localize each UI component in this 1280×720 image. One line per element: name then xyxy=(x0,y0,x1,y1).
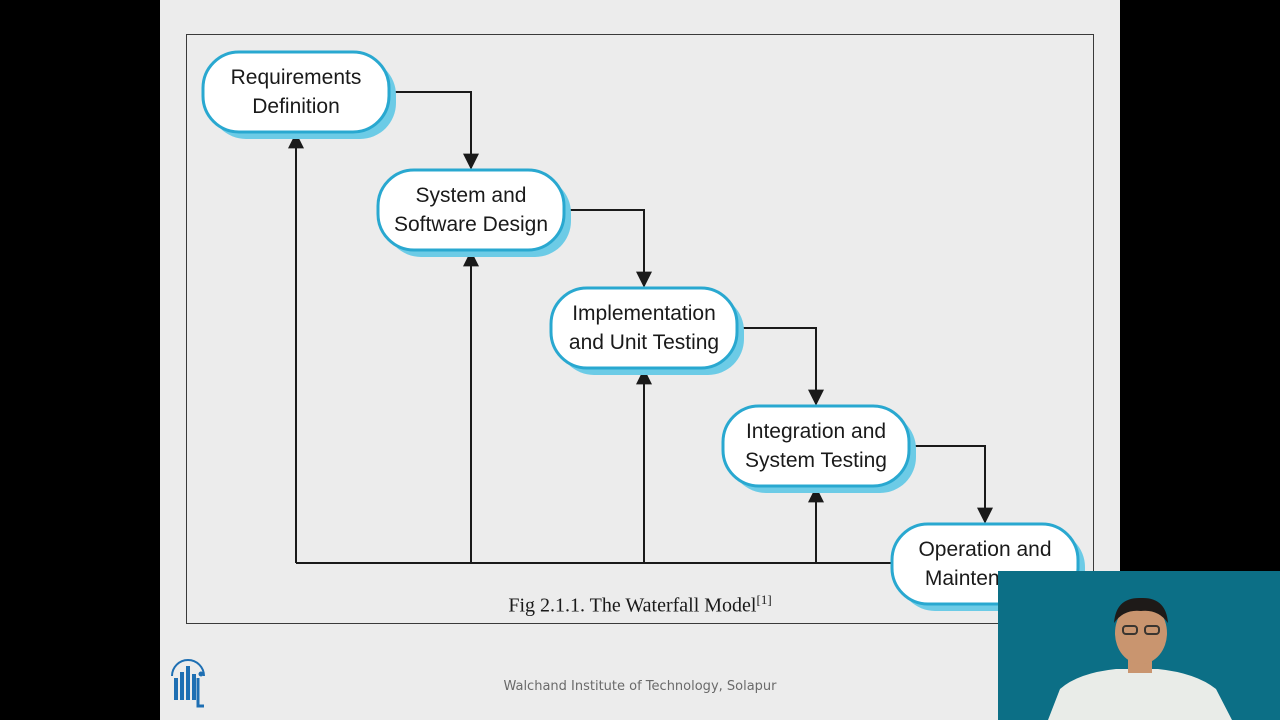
figure-caption: Fig 2.1.1. The Waterfall Model[1] xyxy=(186,592,1094,618)
node-box xyxy=(721,404,911,488)
caption-reference: [1] xyxy=(756,592,772,607)
node-label-line: Implementation xyxy=(572,302,716,325)
walchand-logo-icon xyxy=(171,659,205,708)
figure-frame xyxy=(186,34,1094,624)
node-label-line: System Testing xyxy=(745,449,887,472)
node-label-line: System and xyxy=(416,184,527,207)
node-label-line: Definition xyxy=(252,95,340,118)
node-implementation: Implementation and Unit Testing xyxy=(549,286,744,375)
node-box xyxy=(549,286,739,370)
node-label-line: and Unit Testing xyxy=(569,331,719,354)
presenter-video xyxy=(998,571,1280,720)
node-label-line: Requirements xyxy=(231,66,362,89)
node-label-line: Integration and xyxy=(746,420,886,443)
arrow-integration-to-operation xyxy=(913,445,993,524)
arrow-design-to-implementation xyxy=(568,209,652,288)
arrow-requirements-to-design xyxy=(393,91,479,170)
arrow-implementation-to-integration xyxy=(741,327,824,406)
node-box xyxy=(376,168,566,252)
node-box xyxy=(201,50,391,134)
caption-text: Fig 2.1.1. The Waterfall Model xyxy=(508,594,757,617)
presenter-video-icon xyxy=(998,571,1280,720)
node-label-line: Operation and xyxy=(918,538,1051,561)
node-label-line: Software Design xyxy=(394,213,548,236)
footer-institution: Walchand Institute of Technology, Solapu… xyxy=(503,679,777,694)
